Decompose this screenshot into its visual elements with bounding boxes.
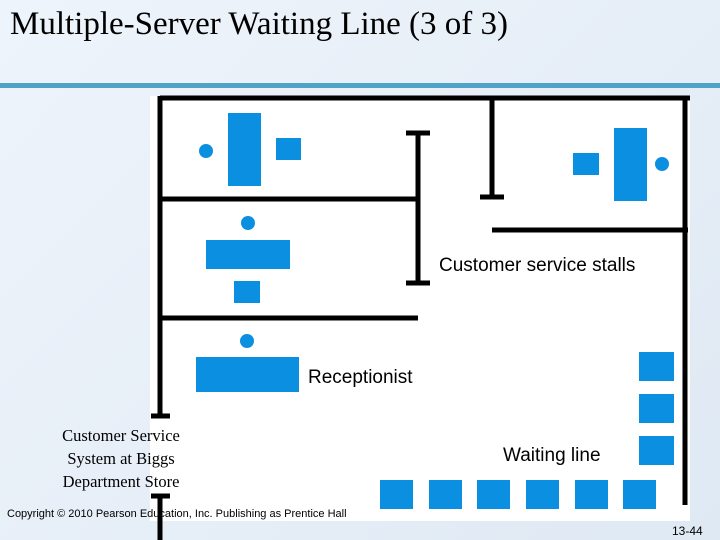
customer-3 [573, 153, 599, 175]
waiting-customer [639, 436, 674, 465]
title-underline [0, 83, 720, 88]
customer-1 [276, 138, 301, 160]
diagram-caption: Customer Service System at Biggs Departm… [30, 424, 212, 493]
waiting-customer [429, 480, 462, 509]
server-3-person [655, 157, 669, 171]
waiting-customer [623, 480, 656, 509]
receptionist-label: Receptionist [308, 367, 413, 388]
waiting-customer [526, 480, 559, 509]
waiting-line-label: Waiting line [503, 445, 601, 466]
waiting-customer [575, 480, 608, 509]
copyright-notice: Copyright © 2010 Pearson Education, Inc.… [7, 508, 347, 520]
server-3-desk [614, 128, 647, 201]
receptionist-desk [196, 357, 299, 392]
caption-line-3: Department Store [62, 472, 180, 491]
server-1-desk [228, 113, 261, 186]
customer-2 [234, 281, 260, 303]
waiting-customer [639, 352, 674, 381]
slide-title: Multiple-Server Waiting Line (3 of 3) [10, 6, 509, 42]
server-1-person [199, 144, 213, 158]
caption-line-1: Customer Service [62, 426, 180, 445]
server-2-desk [206, 240, 290, 269]
stalls-label: Customer service stalls [439, 255, 635, 276]
caption-line-2: System at Biggs [67, 449, 175, 468]
waiting-customer [380, 480, 413, 509]
server-2-person [241, 216, 255, 230]
walls [151, 95, 690, 540]
waiting-customer [639, 394, 674, 423]
waiting-customer [477, 480, 510, 509]
receptionist-person [240, 334, 254, 348]
page-number: 13-44 [672, 524, 703, 538]
